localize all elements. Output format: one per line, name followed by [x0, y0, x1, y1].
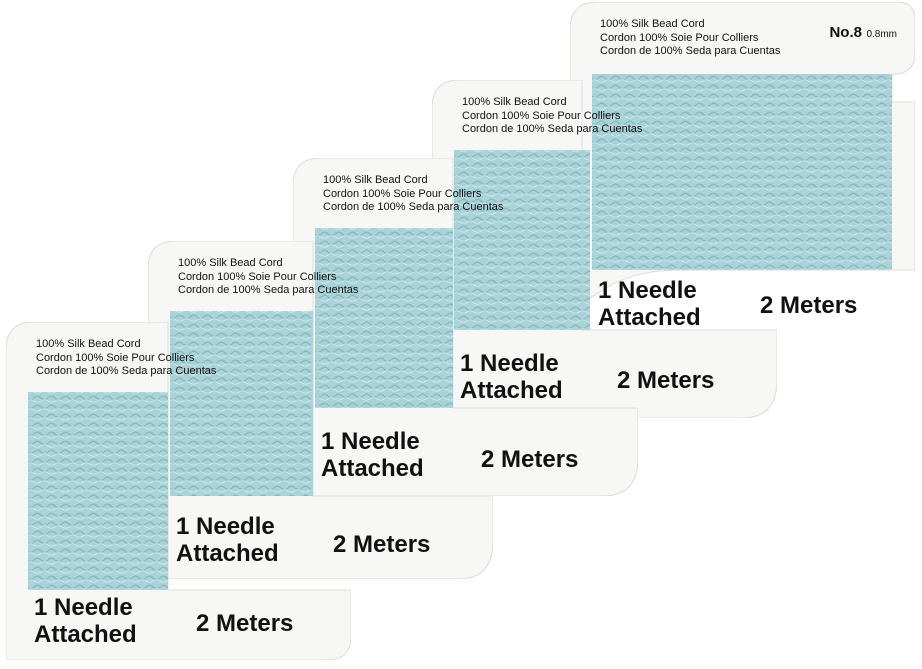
card-backing	[570, 2, 915, 340]
card-backing	[148, 241, 493, 579]
card-label: 100% Silk Bead Cord Cordon 100% Soie Pou…	[36, 338, 217, 377]
card-label: 100% Silk Bead Cord Cordon 100% Soie Pou…	[600, 18, 781, 57]
needle-label: 1 Needle Attached	[321, 428, 424, 482]
card-label: 100% Silk Bead Cord Cordon 100% Soie Pou…	[462, 96, 643, 135]
wound-cord	[170, 311, 313, 496]
wound-cord	[454, 150, 590, 330]
card-label: 100% Silk Bead Cord Cordon 100% Soie Pou…	[178, 257, 359, 296]
wound-cord	[592, 74, 892, 270]
card-backing	[6, 322, 351, 660]
silk-cord-card: 100% Silk Bead Cord Cordon 100% Soie Pou…	[432, 80, 777, 418]
length-label: 2 Meters	[617, 367, 715, 394]
needle-label: 1 Needle Attached	[460, 350, 563, 404]
size-label: No.8 0.8mm	[829, 24, 897, 41]
silk-cord-card: 100% Silk Bead Cord Cordon 100% Soie Pou…	[293, 158, 638, 496]
silk-cord-card: 100% Silk Bead Cord Cordon 100% Soie Pou…	[148, 241, 493, 579]
card-backing	[293, 158, 638, 496]
length-label: 2 Meters	[481, 446, 579, 473]
silk-cord-card: 100% Silk Bead Cord Cordon 100% Soie Pou…	[570, 2, 915, 340]
card-label: 100% Silk Bead Cord Cordon 100% Soie Pou…	[323, 174, 504, 213]
length-label: 2 Meters	[333, 531, 431, 558]
needle-label: 1 Needle Attached	[598, 277, 701, 331]
wound-cord	[28, 392, 168, 590]
length-label: 2 Meters	[196, 610, 294, 637]
needle-label: 1 Needle Attached	[34, 594, 137, 648]
card-backing	[432, 80, 777, 418]
silk-cord-card: 100% Silk Bead Cord Cordon 100% Soie Pou…	[6, 322, 351, 660]
length-label: 2 Meters	[760, 292, 858, 319]
wound-cord	[315, 228, 453, 408]
needle-label: 1 Needle Attached	[176, 513, 279, 567]
